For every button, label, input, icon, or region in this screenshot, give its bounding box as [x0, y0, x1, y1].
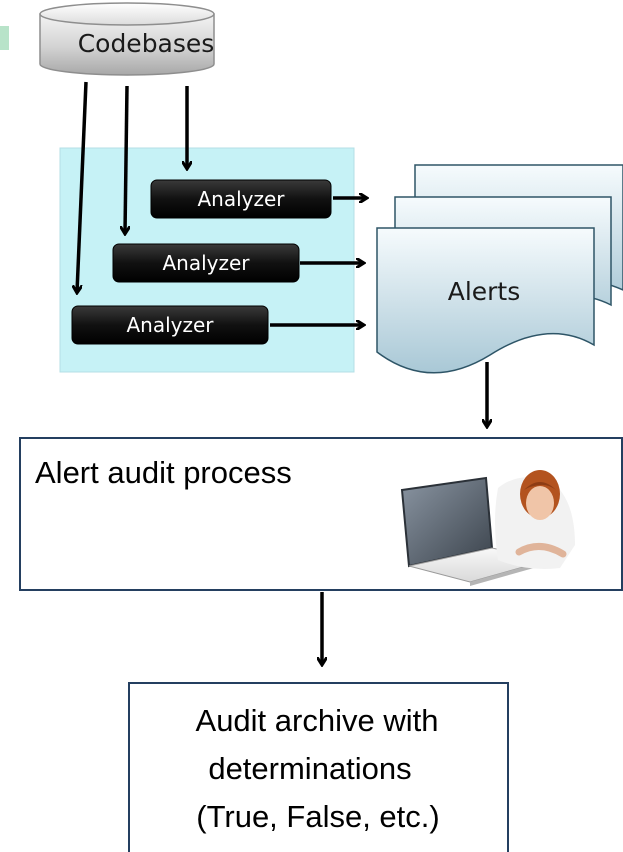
archive-line-3: (True, False, etc.) — [196, 799, 439, 834]
person-icon — [495, 470, 575, 569]
alerts-label: Alerts — [448, 277, 521, 306]
analyzer-label-1: Analyzer — [197, 187, 285, 211]
alerts-document-front — [376, 227, 595, 374]
archive-line-1: Audit archive with — [196, 703, 439, 738]
arrow-codebases-to-analyzer-2 — [125, 85, 127, 233]
arrow-codebases-to-analyzer-3 — [77, 81, 88, 292]
analyzer-label-2: Analyzer — [162, 251, 250, 275]
audit-process-label: Alert audit process — [35, 455, 292, 490]
codebases-cylinder: Codebases — [39, 2, 215, 76]
audit-archive-box — [128, 682, 509, 852]
codebases-label: Codebases — [78, 29, 215, 58]
analyzer-label-3: Analyzer — [126, 313, 214, 337]
archive-line-2: determinations — [208, 751, 411, 786]
analyzer-box-3: Analyzer — [71, 305, 269, 345]
edge-accent — [0, 26, 9, 50]
analyzer-box-1: Analyzer — [150, 179, 332, 219]
alerts-document-stack: Alerts — [376, 164, 623, 374]
analyzer-box-2: Analyzer — [112, 243, 300, 283]
